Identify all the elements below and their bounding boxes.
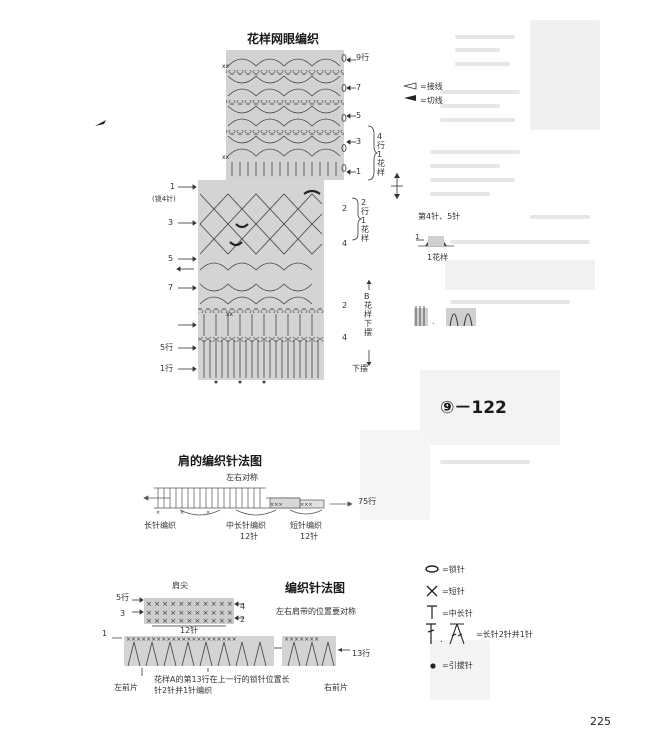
knit-row-13: 13行 bbox=[352, 649, 371, 658]
knit-note-a: 花样A的第13行在上一行的锁针位置长 bbox=[154, 675, 290, 684]
shoulder-row-75: 75行 bbox=[358, 497, 377, 506]
right-front-label: 右前片 bbox=[324, 683, 348, 692]
svg-text:× × × × × × × × × × ×: × × × × × × × × × × × bbox=[146, 600, 233, 608]
knit-row-1: 1 bbox=[102, 629, 108, 638]
row-label-1: 1 bbox=[356, 167, 362, 176]
knit-title: 编织针法图 bbox=[285, 581, 346, 595]
legend-slip: =引拔针 bbox=[442, 661, 473, 670]
row-label-left-5: 5 bbox=[168, 254, 174, 263]
figure-label: ⑨－122 bbox=[440, 398, 507, 418]
row-label-lower-4a: 4 bbox=[342, 239, 348, 248]
row-label-7: 7 bbox=[356, 83, 362, 92]
legend-dc2tog: =长针2针并1针 bbox=[476, 630, 533, 639]
svg-text:×××: ××× bbox=[270, 502, 283, 508]
lace-stitch-chart: xx xx xx bbox=[198, 50, 347, 384]
svg-text:×: × bbox=[206, 510, 210, 516]
shoulder-hdc-label: 中长针编织 bbox=[226, 521, 266, 530]
knit-row-3: 3 bbox=[120, 609, 126, 618]
one-repeat-label: 1花样 bbox=[427, 253, 449, 262]
row-label-left-7: 7 bbox=[168, 283, 174, 292]
shoulder-sc-label: 短针编织 bbox=[290, 521, 322, 530]
row-label-left-3: 3 bbox=[168, 218, 174, 227]
knit-note: 左右肩带的位置要对称 bbox=[276, 607, 356, 616]
double-crochet-2tog-icon: . bbox=[426, 623, 465, 645]
svg-text:××××××××××××××××××××××: ×××××××××××××××××××××× bbox=[126, 636, 237, 643]
page-number: 225 bbox=[590, 715, 611, 728]
svg-text:.: . bbox=[440, 635, 443, 645]
left-front-label: 左前片 bbox=[114, 683, 138, 692]
svg-text:× × × × × × × × × × ×: × × × × × × × × × × × bbox=[146, 617, 233, 625]
svg-text:× × × × × × × × × × ×: × × × × × × × × × × × bbox=[146, 609, 233, 617]
svg-text:xx: xx bbox=[226, 311, 234, 318]
row-label-lower-2b: 2 bbox=[342, 301, 348, 310]
row-label-left-1: 1 bbox=[170, 182, 176, 191]
row-label-9: 9行 bbox=[356, 53, 370, 62]
chain-4-label: (锁4针) bbox=[152, 195, 176, 203]
stray-mark bbox=[95, 120, 106, 126]
left-row-arrows bbox=[176, 184, 197, 372]
legend-join-line: =接线 bbox=[420, 82, 443, 91]
shoulder-symmetric: 左右对称 bbox=[226, 473, 258, 482]
svg-text:×××: ××× bbox=[300, 502, 313, 508]
svg-text:×: × bbox=[180, 510, 184, 516]
knit-width-12: 12针 bbox=[180, 626, 199, 635]
knit-note-b: 针2针并1针编织 bbox=[154, 686, 213, 695]
legend-hdc: =中长针 bbox=[442, 609, 473, 618]
knit-top-label: 肩尖 bbox=[172, 581, 188, 590]
stitch-count-note: 第4针、5针 bbox=[418, 212, 461, 221]
svg-text:1: 1 bbox=[415, 233, 419, 241]
one-repeat-diagram: 1 bbox=[415, 233, 454, 247]
legend-cut-line: =切线 bbox=[420, 96, 443, 105]
repeat-bracket-lower bbox=[351, 197, 362, 241]
right-row-arrows bbox=[346, 57, 356, 175]
svg-text:xx: xx bbox=[222, 154, 230, 161]
shoulder-hdc-count: 12针 bbox=[240, 532, 259, 541]
svg-text:×××××××: ××××××× bbox=[284, 636, 319, 643]
svg-text:xx: xx bbox=[222, 63, 230, 70]
repeat-bracket-upper bbox=[367, 125, 378, 181]
svg-text:.: . bbox=[432, 317, 435, 326]
row-label-5: 5 bbox=[356, 111, 362, 120]
svg-text:×: × bbox=[156, 510, 160, 516]
chart-title: 花样网眼编织 bbox=[247, 32, 320, 46]
shoulder-stitch-chart: ××× ×××××× bbox=[143, 487, 353, 516]
row-label-lower-4b: 4 bbox=[342, 333, 348, 342]
knit-row-5: 5行 bbox=[116, 593, 130, 602]
legend-sc: =短针 bbox=[442, 587, 465, 596]
hem-label: 下摆 bbox=[352, 364, 368, 373]
row-label-lower-2a: 2 bbox=[342, 204, 348, 213]
shoulder-dc-label: 长针编织 bbox=[144, 521, 176, 530]
slip-stitch-icon bbox=[430, 663, 436, 669]
row-label-3: 3 bbox=[356, 137, 362, 146]
join-cut-legend-icons bbox=[403, 82, 417, 101]
up-down-arrow-icon bbox=[391, 173, 403, 199]
pattern-b-hem: B花样下摆 bbox=[364, 292, 372, 337]
pattern-variants-diagram: . bbox=[414, 306, 476, 327]
chain-stitch-icon bbox=[425, 565, 439, 573]
knit-stitch-chart: × × × × × × × × × × × × × × × × × × × × … bbox=[112, 597, 350, 676]
row-label-left-5-rows: 5行 bbox=[160, 343, 174, 352]
pattern-b-arrows bbox=[366, 280, 372, 366]
knit-row-2: 2 bbox=[240, 615, 246, 624]
half-double-crochet-icon bbox=[427, 605, 437, 619]
row-label-left-1-row: 1行 bbox=[160, 364, 174, 373]
repeat-2-rows: 2行1花样 bbox=[361, 198, 369, 243]
shoulder-sc-count: 12针 bbox=[300, 532, 319, 541]
legend-chain: =锁针 bbox=[442, 565, 465, 574]
single-crochet-icon bbox=[426, 585, 438, 597]
shoulder-title: 肩的编织针法图 bbox=[178, 454, 263, 468]
knit-row-4: 4 bbox=[240, 602, 246, 611]
repeat-4-rows: 4行1花样 bbox=[377, 132, 385, 177]
